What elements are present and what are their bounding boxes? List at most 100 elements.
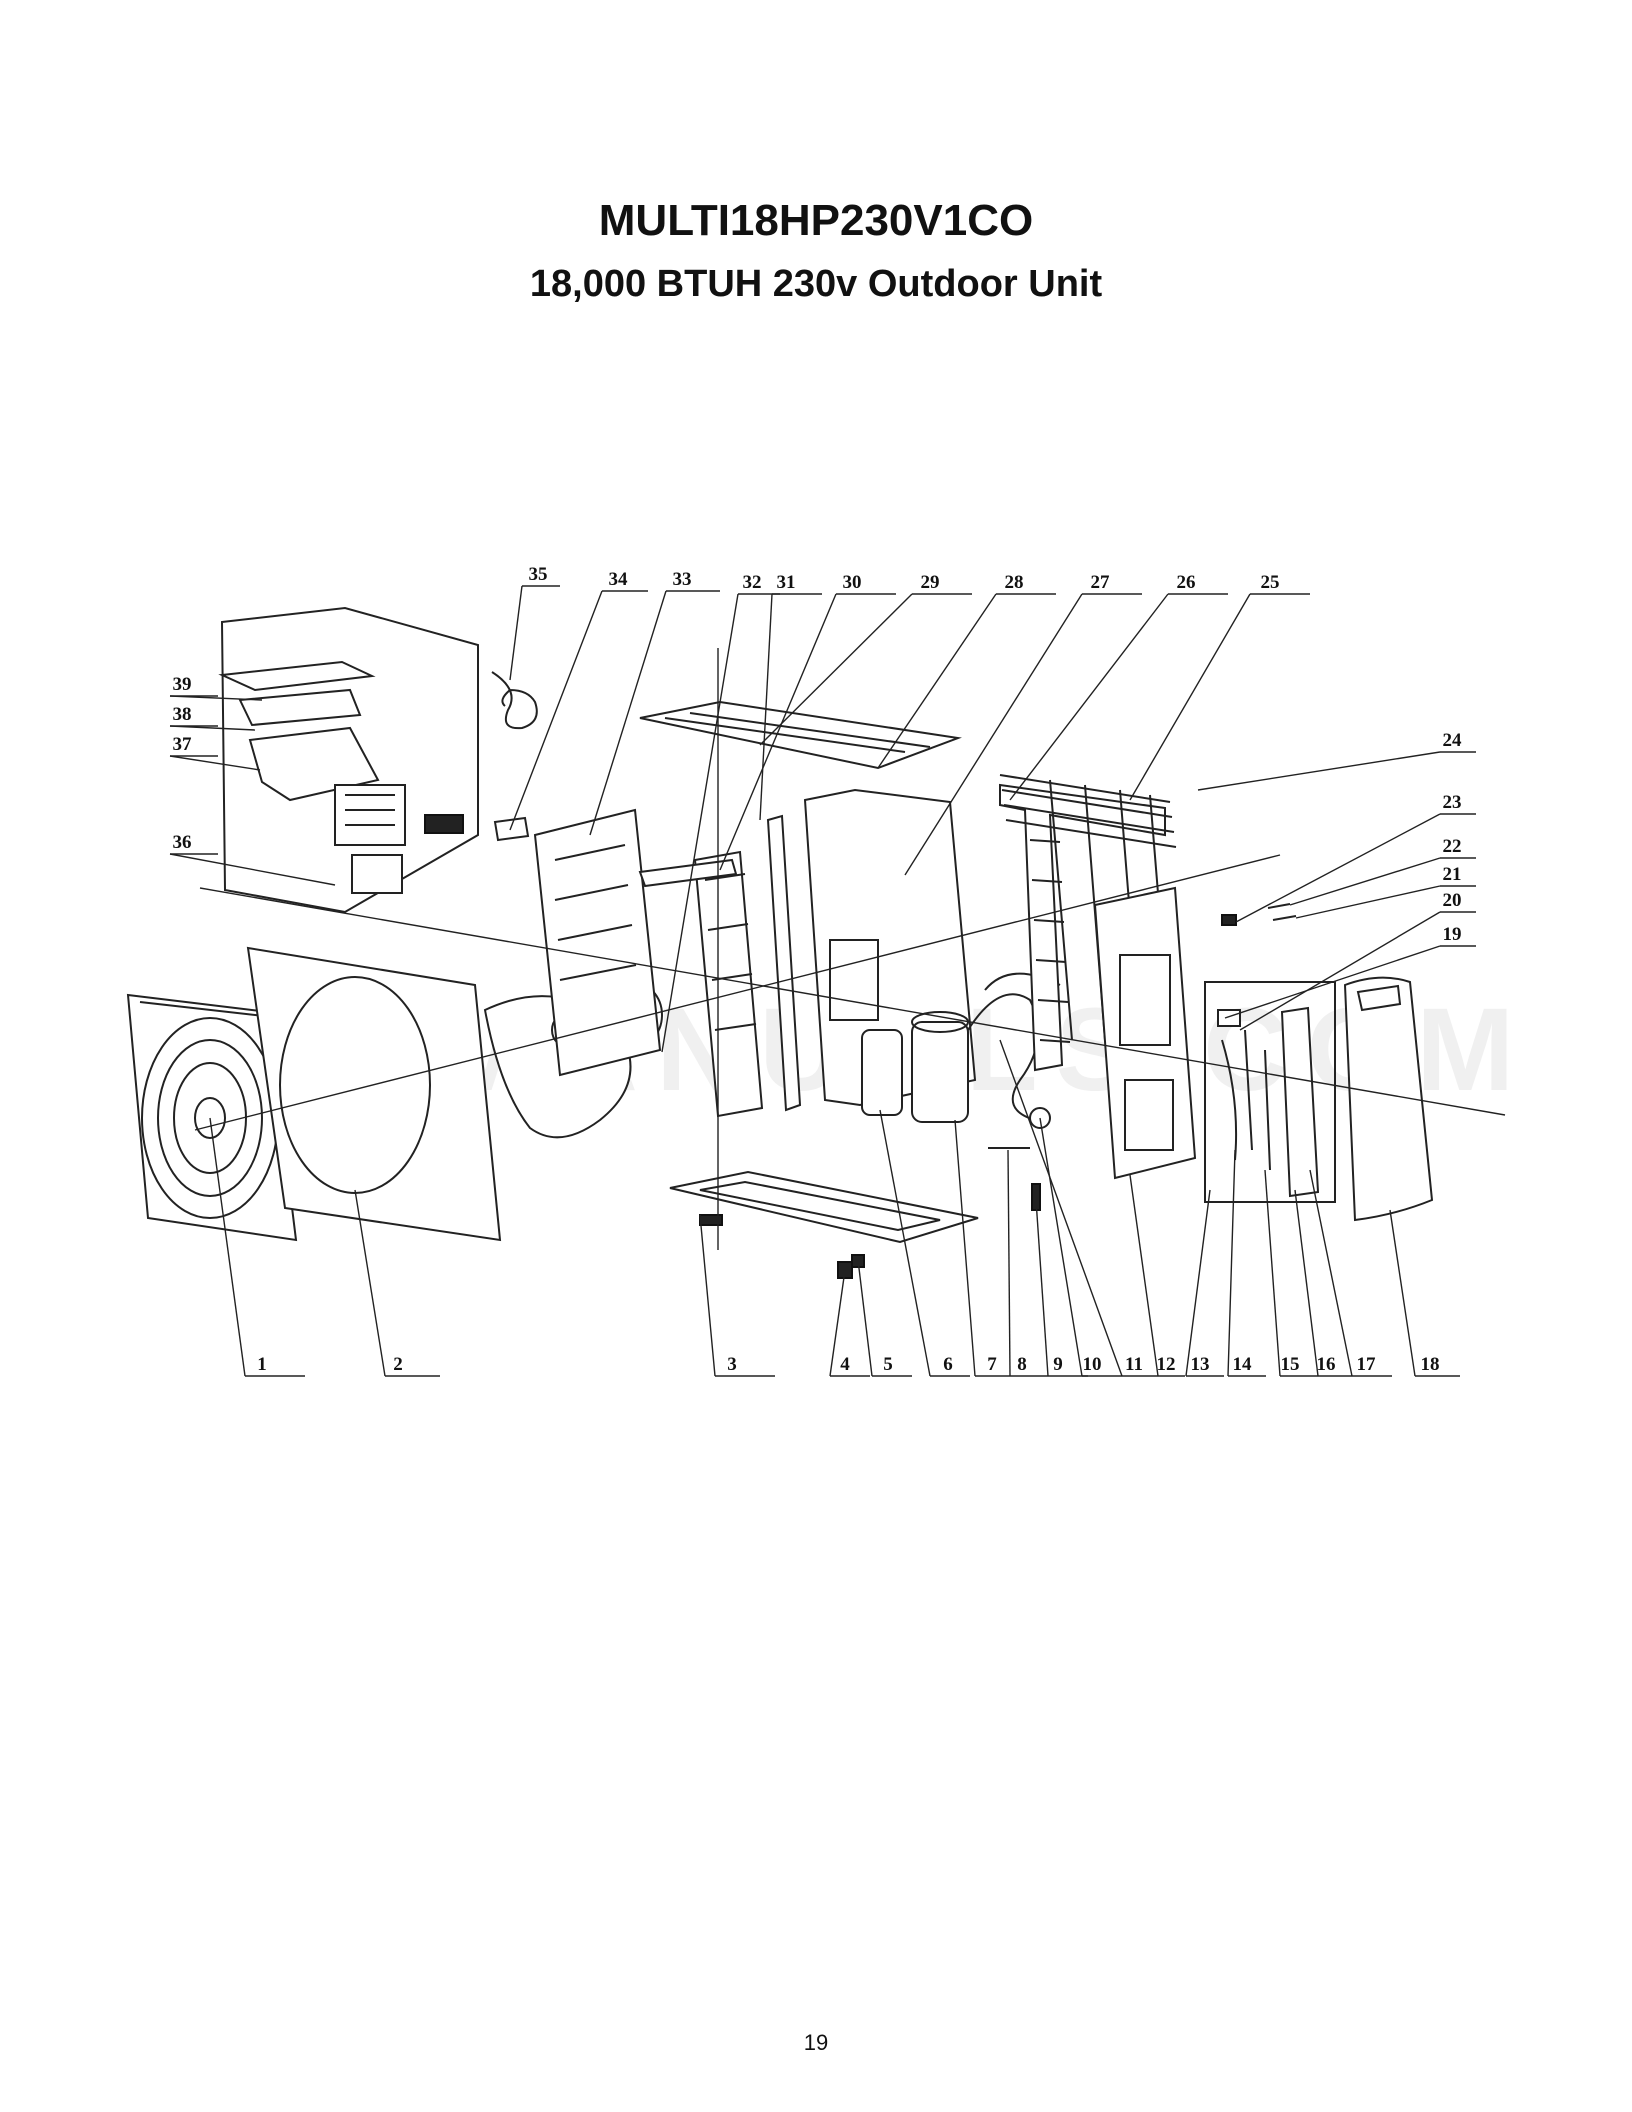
part-label-30: 30	[843, 572, 862, 593]
leader-line-35	[509, 585, 523, 681]
leader-line-5	[857, 1259, 873, 1377]
leader-line-13	[1185, 1189, 1211, 1377]
leader-line-6	[879, 1109, 931, 1377]
part-label-13: 13	[1191, 1354, 1210, 1375]
leader-line-30	[719, 593, 837, 871]
leader-line-14	[1227, 1149, 1236, 1377]
part-label-34: 34	[609, 569, 629, 590]
leader-line-3	[699, 1214, 716, 1377]
part-label-18: 18	[1421, 1354, 1440, 1375]
part-control-board-assembly	[218, 606, 479, 914]
part-label-27: 27	[1091, 572, 1111, 593]
leader-line-39	[169, 695, 263, 701]
leader-line-15	[1264, 1169, 1281, 1377]
part-label-16: 16	[1317, 1354, 1336, 1375]
part-cable	[491, 671, 538, 730]
part-label-38: 38	[173, 704, 192, 725]
leader-line-20	[1239, 911, 1441, 1031]
part-label-1: 1	[257, 1354, 267, 1375]
part-right-cover	[1343, 976, 1434, 1222]
leader-line-25	[1129, 593, 1251, 801]
part-label-22: 22	[1443, 836, 1462, 857]
part-label-35: 35	[529, 564, 548, 585]
part-label-10: 10	[1083, 1354, 1102, 1375]
part-screws	[988, 1147, 1041, 1211]
part-label-26: 26	[1177, 572, 1196, 593]
document-title: MULTI18HP230V1CO	[598, 196, 1034, 245]
leader-line-37	[169, 755, 261, 771]
part-capacitor	[861, 1029, 903, 1116]
leader-line-4	[829, 1269, 846, 1377]
part-label-12: 12	[1157, 1354, 1176, 1375]
leader-line-22	[1289, 857, 1441, 906]
leader-line-24	[1197, 751, 1441, 791]
part-label-21: 21	[1443, 864, 1462, 885]
part-label-20: 20	[1443, 890, 1462, 911]
part-label-36: 36	[173, 832, 192, 853]
part-motor-bracket	[533, 808, 662, 1077]
part-label-7: 7	[987, 1354, 997, 1375]
part-base-pan	[669, 1170, 979, 1244]
part-label-33: 33	[673, 569, 692, 590]
leader-line-19	[1224, 945, 1441, 1019]
part-label-24: 24	[1443, 730, 1463, 751]
leader-line-34	[509, 590, 603, 831]
part-label-39: 39	[173, 674, 192, 695]
part-label-11: 11	[1125, 1354, 1143, 1375]
leader-lines	[169, 585, 1476, 1377]
leader-line-26	[1009, 593, 1169, 801]
part-label-2: 2	[393, 1354, 403, 1375]
leader-line-16	[1294, 1189, 1319, 1377]
part-label-8: 8	[1017, 1354, 1027, 1375]
part-side-electrical-box	[1204, 981, 1336, 1203]
leader-line-11	[999, 1039, 1123, 1377]
part-small-plate	[493, 816, 530, 842]
part-top-cover	[639, 700, 962, 770]
leader-line-9	[1035, 1199, 1049, 1377]
leader-line-28	[877, 593, 997, 769]
leader-line-18	[1389, 1209, 1416, 1377]
leader-line-21	[1295, 885, 1441, 919]
leader-line-2	[354, 1189, 386, 1377]
page-number: 19	[803, 2030, 829, 2055]
leader-line-23	[1235, 813, 1441, 923]
part-label-14: 14	[1233, 1354, 1253, 1375]
part-support-bracket	[638, 850, 764, 1118]
part-fittings	[1221, 903, 1297, 926]
leader-line-7	[954, 1119, 976, 1377]
part-label-3: 3	[727, 1354, 737, 1375]
leader-line-29	[759, 593, 913, 746]
part-fan-grille	[126, 993, 298, 1242]
leader-line-8	[1007, 1149, 1011, 1377]
leader-line-10	[1039, 1117, 1083, 1377]
part-label-15: 15	[1281, 1354, 1300, 1375]
leader-line-17	[1309, 1169, 1353, 1377]
part-label-23: 23	[1443, 792, 1462, 813]
leader-line-31	[759, 593, 773, 821]
part-label-29: 29	[921, 572, 940, 593]
part-label-37: 37	[173, 734, 193, 755]
part-label-4: 4	[840, 1354, 850, 1375]
leader-line-1	[209, 1117, 246, 1377]
part-label-17: 17	[1357, 1354, 1377, 1375]
part-label-28: 28	[1005, 572, 1024, 593]
leader-line-36	[169, 853, 336, 886]
part-label-25: 25	[1261, 572, 1280, 593]
document-subtitle: 18,000 BTUH 230v Outdoor Unit	[529, 263, 1103, 305]
part-label-31: 31	[777, 572, 796, 593]
part-partition-rail	[766, 814, 802, 1112]
part-label-19: 19	[1443, 924, 1462, 945]
reference-line-horizontal	[199, 887, 1506, 1116]
part-label-6: 6	[943, 1354, 953, 1375]
leader-line-27	[904, 593, 1083, 876]
leader-line-33	[589, 590, 667, 836]
leader-line-32	[661, 593, 739, 1053]
part-label-5: 5	[883, 1354, 893, 1375]
part-right-side-panel	[1093, 886, 1197, 1180]
leader-line-38	[169, 725, 256, 731]
part-label-32: 32	[743, 572, 762, 593]
part-compressor	[911, 1011, 969, 1123]
part-front-panel	[246, 946, 502, 1242]
